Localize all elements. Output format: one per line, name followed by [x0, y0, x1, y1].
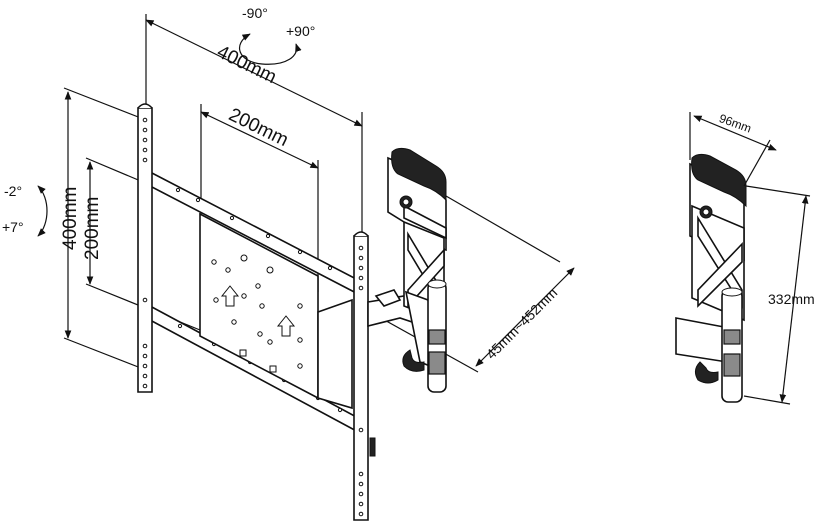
width-inner-label: 200mm [225, 104, 291, 151]
articulating-arm [367, 147, 447, 393]
tilt-plus-label: +7° [2, 219, 24, 235]
tilt-minus-label: -2° [4, 183, 22, 199]
width-outer-label: 400mm [214, 42, 280, 89]
side-view [675, 153, 747, 403]
right-rail-holes [358, 245, 364, 517]
tilt-indicator: -2° +7° [2, 183, 48, 237]
rotation-minus-label: -90° [242, 5, 268, 21]
wall-plate-height-dimension: 332mm [743, 185, 815, 405]
wall-plate-height-label: 332mm [768, 291, 815, 307]
height-outer-dimension: 400mm [60, 87, 147, 371]
depth-dimension: 45mm~452mm [369, 195, 575, 373]
up-arrow-icon [276, 315, 296, 337]
mount-frame [137, 103, 376, 521]
tilt-arrow-icon [37, 185, 48, 237]
rotation-plus-label: +90° [286, 23, 315, 39]
center-plate-holes [211, 254, 303, 373]
height-outer-label: 400mm [60, 187, 81, 250]
left-rail-holes [142, 117, 148, 389]
depth-range-label: 45mm~452mm [483, 285, 561, 363]
up-arrow-icon [220, 285, 240, 307]
height-inner-label: 200mm [82, 197, 103, 260]
wall-plate-width-label: 96mm [717, 111, 753, 136]
